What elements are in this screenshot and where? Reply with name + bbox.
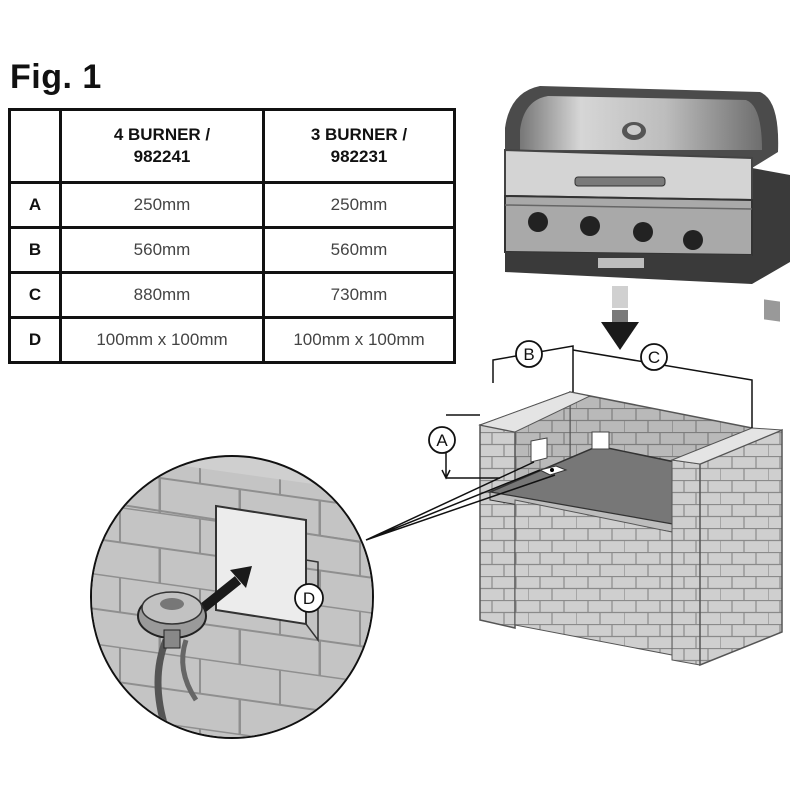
cell-b-3-burner: 560mm [262, 226, 456, 274]
table-header-row: 4 BURNER / 982241 3 BURNER / 982231 [8, 108, 456, 184]
row-label-b: B [8, 226, 62, 274]
table-row: C 880mm 730mm [8, 271, 456, 319]
callout-c: C [640, 343, 668, 371]
figure-title: Fig. 1 [10, 58, 102, 96]
header-3-burner: 3 BURNER / 982231 [262, 108, 456, 184]
header-4-burner-line1: 4 BURNER / [113, 125, 211, 144]
cell-b-4-burner: 560mm [59, 226, 265, 274]
callout-b-label: B [523, 345, 534, 364]
cell-c-4-burner: 880mm [59, 271, 265, 319]
callout-c-label: C [648, 348, 660, 367]
table-row: D 100mm x 100mm 100mm x 100mm [8, 316, 456, 364]
callout-a: A [428, 426, 456, 454]
arrow-down-icon [601, 286, 639, 350]
callout-a-label: A [436, 431, 448, 450]
row-label-d: D [8, 316, 62, 364]
row-label-c: C [8, 271, 62, 319]
brick-enclosure [478, 391, 783, 667]
zoom-detail [90, 455, 374, 739]
cell-d-3-burner: 100mm x 100mm [262, 316, 456, 364]
header-3-burner-line2: 982231 [330, 147, 388, 166]
table-corner-cell [8, 108, 62, 184]
cell-a-3-burner: 250mm [262, 181, 456, 229]
cell-a-4-burner: 250mm [59, 181, 265, 229]
callout-b: B [515, 340, 543, 368]
row-label-a: A [8, 181, 62, 229]
header-3-burner-line1: 3 BURNER / [310, 125, 408, 144]
table-row: A 250mm 250mm [8, 181, 456, 229]
callout-d: D [294, 583, 324, 613]
dimension-table: 4 BURNER / 982241 3 BURNER / 982231 A 25… [8, 108, 456, 364]
header-4-burner: 4 BURNER / 982241 [59, 108, 265, 184]
callout-d-label: D [303, 589, 315, 608]
header-4-burner-line2: 982241 [133, 147, 191, 166]
cell-c-3-burner: 730mm [262, 271, 456, 319]
table-row: B 560mm 560mm [8, 226, 456, 274]
cell-d-4-burner: 100mm x 100mm [59, 316, 265, 364]
grill-icon [504, 86, 790, 322]
